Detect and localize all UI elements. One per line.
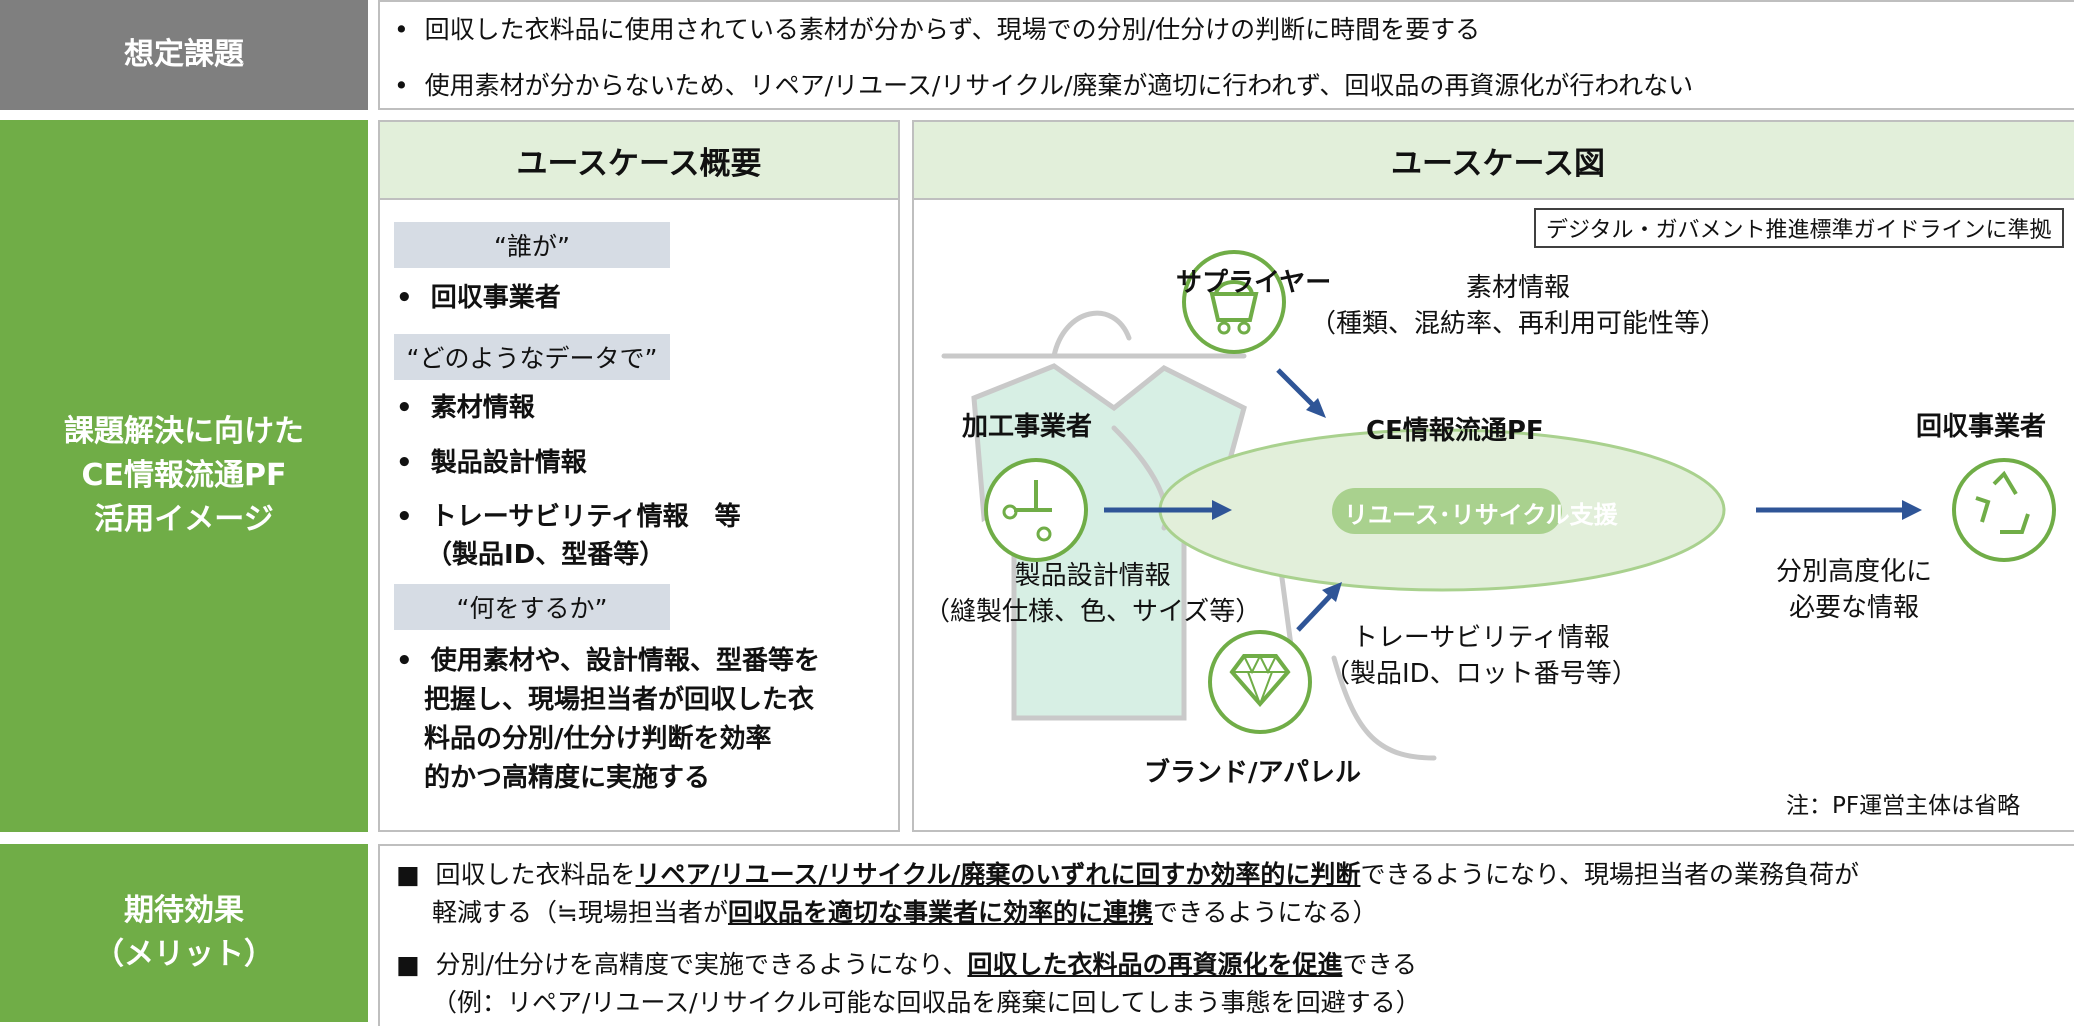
overview-title: ユースケース概要 xyxy=(380,122,898,200)
platform-service: リユース･リサイクル支援 xyxy=(1344,501,1618,529)
data-item-3-note: （製品ID、型番等） xyxy=(426,540,666,570)
overview-panel: ユースケース概要 “誰が” • 回収事業者 “どのようなデータで” • 素材情報… xyxy=(378,120,900,832)
diamond-icon xyxy=(1208,630,1312,734)
what-line-3: 料品の分別/仕分け判断を効率 xyxy=(424,724,772,754)
processor-info: 製品設計情報 （縫製仕様、色、サイズ等） xyxy=(924,558,1261,630)
collector-info: 分別高度化に 必要な情報 xyxy=(1776,554,1932,626)
diagram-note: 注：PF運営主体は省略 xyxy=(1786,793,2021,819)
platform-label: CE情報流通PF xyxy=(1366,416,1544,446)
issues-label: 想定課題 xyxy=(0,0,368,110)
diagram-panel: ユースケース図 xyxy=(912,120,2074,832)
effects-box: ■ 回収した衣料品をリペア/リユース/リサイクル/廃棄のいずれに回すか効率的に判… xyxy=(378,844,2074,1026)
cart-icon xyxy=(1182,250,1286,354)
data-item-3: • トレーサビリティ情報 等 xyxy=(396,502,741,532)
solution-label: 課題解決に向けた CE情報流通PF 活用イメージ xyxy=(0,120,368,832)
data-tag: “どのようなデータで” xyxy=(394,334,670,380)
what-tag: “何をするか” xyxy=(394,584,670,630)
collector-label: 回収事業者 xyxy=(1916,412,2047,442)
what-line-4: 的かつ高精度に実施する xyxy=(424,763,711,793)
processor-info-line-1: 製品設計情報 xyxy=(1014,561,1171,591)
recycle-icon xyxy=(1952,458,2056,562)
solution-label-line-2: CE情報流通PF xyxy=(81,458,287,493)
effects-label-line-1: 期待効果 xyxy=(124,893,244,928)
effect-2-line-1: ■ 分別/仕分けを高精度で実施できるようになり、回収した衣料品の再資源化を促進で… xyxy=(396,950,1417,979)
issue-item-2: • 使用素材が分からないため、リペア/リユース/リサイクル/廃棄が適切に行われず… xyxy=(394,71,1694,100)
effect-1-line-1: ■ 回収した衣料品をリペア/リユース/リサイクル/廃棄のいずれに回すか効率的に判… xyxy=(396,860,1859,889)
effects-label: 期待効果 （メリット） xyxy=(0,844,368,1022)
what-line-2: 把握し、現場担当者が回収した衣 xyxy=(424,685,815,715)
scissors-icon xyxy=(984,458,1088,562)
diagram-graphics xyxy=(941,250,2056,761)
diagram-title: ユースケース図 xyxy=(914,122,2074,200)
processor-info-line-2: （縫製仕様、色、サイズ等） xyxy=(924,597,1262,627)
issue-item-1: • 回収した衣料品に使用されている素材が分からず、現場での分別/仕分けの判断に時… xyxy=(394,15,1481,44)
issues-box: • 回収した衣料品に使用されている素材が分からず、現場での分別/仕分けの判断に時… xyxy=(378,0,2074,110)
supplier-info-line-1: 素材情報 xyxy=(1466,273,1571,303)
what-line-1: • 使用素材や、設計情報、型番等を xyxy=(396,646,820,676)
supplier-info-line-2: （種類、混紡率、再利用可能性等） xyxy=(1310,309,1727,339)
collector-info-line-2: 必要な情報 xyxy=(1789,593,1920,623)
collector-info-line-1: 分別高度化に xyxy=(1776,557,1933,587)
data-item-1: • 素材情報 xyxy=(396,393,535,423)
solution-label-line-1: 課題解決に向けた xyxy=(64,414,304,449)
effect-2-line-2: （例：リペア/リユース/リサイクル可能な回収品を廃棄に回してしまう事態を回避する… xyxy=(432,988,1421,1017)
who-tag: “誰が” xyxy=(394,222,670,268)
guideline-badge: デジタル・ガバメント推進標準ガイドラインに準拠 xyxy=(1534,208,2064,248)
brand-info-line-2: （製品ID、ロット番号等） xyxy=(1324,659,1638,689)
arrows xyxy=(1104,368,1922,632)
brand-label: ブランド/アパレル xyxy=(1144,758,1361,788)
processor-label: 加工事業者 xyxy=(962,412,1093,442)
supplier-info: 素材情報 （種類、混紡率、再利用可能性等） xyxy=(1310,270,1726,342)
data-item-2: • 製品設計情報 xyxy=(396,448,587,478)
who-item: • 回収事業者 xyxy=(396,283,561,313)
brand-info: トレーサビリティ情報 （製品ID、ロット番号等） xyxy=(1324,620,1638,692)
solution-label-line-3: 活用イメージ xyxy=(94,502,274,537)
effect-1-line-2: 軽減する（≒現場担当者が回収品を適切な事業者に効率的に連携できるようになる） xyxy=(432,898,1378,927)
supplier-label: サプライヤー xyxy=(1176,268,1332,298)
platform-service-pill xyxy=(1332,488,1562,534)
effect-2: ■ 分別/仕分けを高精度で実施できるようになり、回収した衣料品の再資源化を促進で… xyxy=(396,946,1421,1022)
effect-1: ■ 回収した衣料品をリペア/リユース/リサイクル/廃棄のいずれに回すか効率的に判… xyxy=(396,856,1859,932)
brand-info-line-1: トレーサビリティ情報 xyxy=(1351,623,1610,653)
effects-label-line-2: （メリット） xyxy=(94,937,274,972)
what-item: • 使用素材や、設計情報、型番等を 把握し、現場担当者が回収した衣 料品の分別/… xyxy=(396,642,820,798)
